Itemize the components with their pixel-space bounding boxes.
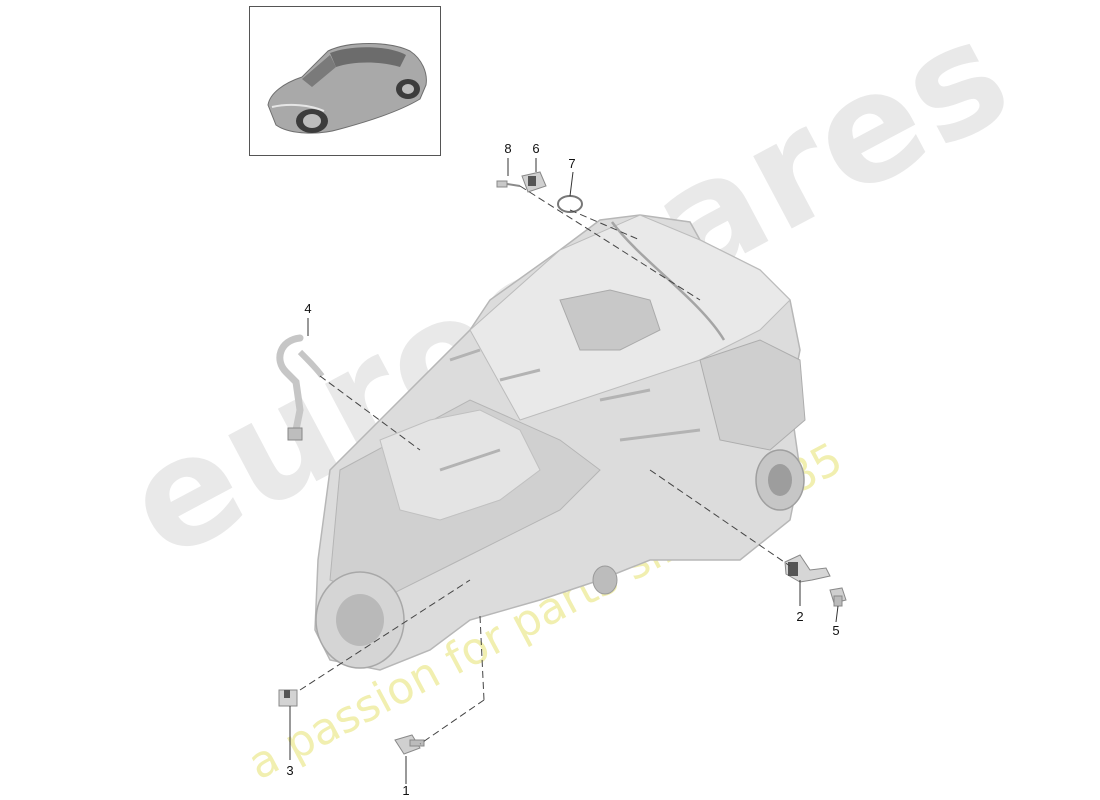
part-3-sensor — [278, 689, 298, 707]
callout-1: 1 — [402, 783, 410, 798]
part-5-bolt — [829, 587, 847, 607]
callout-3: 3 — [286, 763, 294, 778]
car-icon — [267, 43, 427, 134]
callout-2: 2 — [796, 609, 804, 624]
part-7-o-ring — [557, 195, 583, 213]
part-8-bolt — [496, 180, 521, 188]
callout-5: 5 — [832, 623, 840, 638]
part-1-sensor — [394, 734, 425, 755]
callout-7: 7 — [568, 156, 576, 171]
gearbox-housing — [314, 214, 806, 671]
dashed-alignment-lines — [299, 185, 791, 745]
part-4-sensor-harness — [276, 334, 325, 441]
leader-lines — [289, 158, 839, 784]
callout-4: 4 — [304, 301, 312, 316]
car-thumbnail — [249, 6, 441, 156]
callout-6: 6 — [532, 141, 540, 156]
part-2-sensor — [784, 554, 831, 583]
part-6-sensor — [521, 171, 547, 193]
callout-8: 8 — [504, 141, 512, 156]
